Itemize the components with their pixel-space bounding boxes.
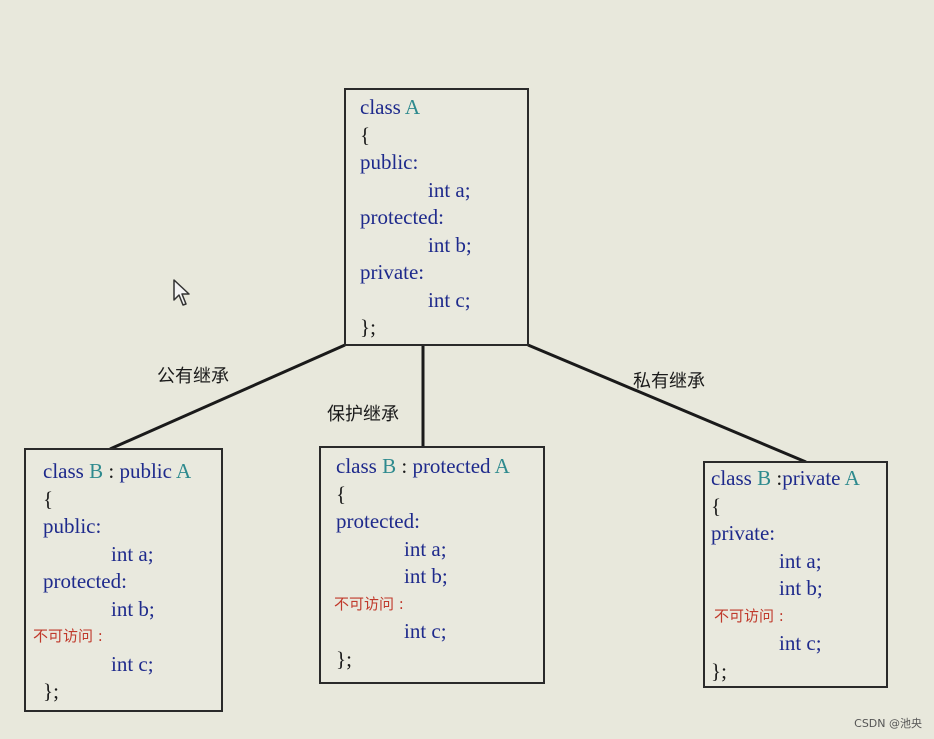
inaccessible-label: 不可访问 : — [334, 594, 404, 613]
member: int a; — [779, 548, 822, 573]
access-label: protected: — [336, 509, 420, 533]
open-brace: { — [336, 481, 347, 506]
member: int b; — [404, 564, 448, 588]
edge-label-private: 私有继承 — [633, 371, 705, 392]
member: int b; — [779, 576, 823, 600]
close-brace: }; — [43, 679, 59, 703]
member: int b; — [428, 232, 472, 257]
member: int c; — [428, 287, 471, 312]
access-label: private: — [711, 521, 776, 545]
derived-protected-box: class B : protected A { protected: int a… — [319, 446, 545, 684]
access-label: protected: — [43, 569, 127, 593]
access-label: public: — [360, 150, 419, 174]
class-header: class B : protected A — [336, 454, 510, 478]
close-brace: }; — [711, 658, 727, 683]
edge-public — [109, 343, 346, 451]
open-brace: { — [43, 486, 54, 511]
derived-private-box: class B :private A { private: int a; int… — [703, 461, 888, 688]
access-label: protected: — [360, 205, 444, 229]
edge-label-public: 公有继承 — [157, 366, 229, 387]
access-label: private: — [360, 260, 425, 284]
watermark: CSDN @池央 — [854, 717, 922, 730]
open-brace: { — [711, 493, 722, 518]
member: int c; — [779, 631, 822, 655]
member: int a; — [428, 177, 471, 202]
edge-private — [527, 343, 807, 464]
inaccessible-label: 不可访问 : — [714, 606, 784, 625]
mouse-pointer-icon — [173, 279, 190, 306]
member: int a; — [111, 541, 154, 566]
open-brace: { — [360, 122, 371, 147]
close-brace: }; — [360, 315, 376, 339]
class-header: class B :private A — [711, 466, 860, 490]
inaccessible-label: 不可访问 : — [33, 627, 103, 645]
member: int c; — [111, 651, 154, 676]
close-brace: }; — [336, 646, 352, 671]
base-class-box: class A { public: int a; protected: int … — [344, 88, 529, 346]
member: int a; — [404, 536, 447, 561]
member: int c; — [404, 619, 447, 643]
derived-public-box: class B : public A { public: int a; prot… — [24, 448, 223, 712]
class-header: class A — [360, 95, 421, 119]
access-label: public: — [43, 514, 102, 538]
member: int b; — [111, 596, 155, 621]
class-header: class B : public A — [43, 459, 192, 483]
edge-label-protected: 保护继承 — [327, 404, 399, 425]
